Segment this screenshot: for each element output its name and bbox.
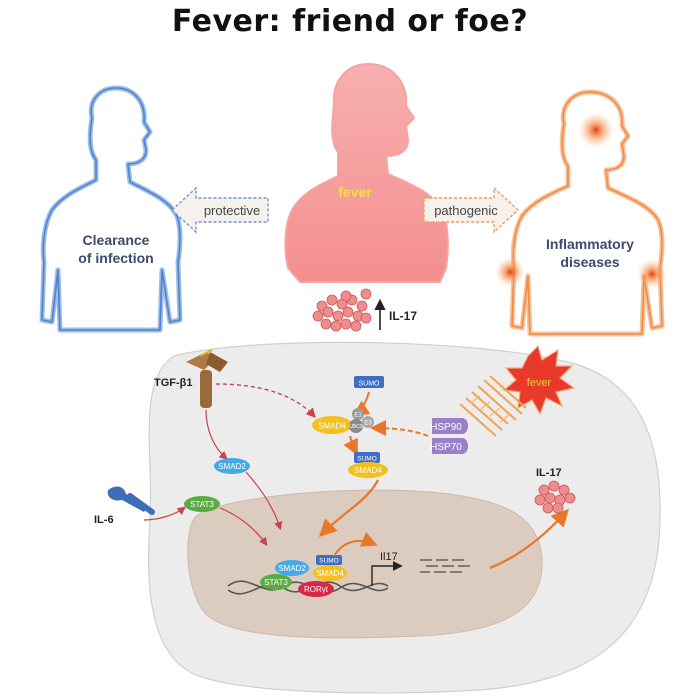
smad2-nucleus-badge xyxy=(275,560,309,576)
transcription-start-arrow xyxy=(371,561,403,586)
complex-to-gene-arrow xyxy=(333,531,378,557)
tgf-receptor-icon xyxy=(186,349,228,408)
sumoylation-arrow xyxy=(343,435,358,456)
ubc9-label: UBC9 xyxy=(349,424,363,430)
tgf-label: TGF-β1 xyxy=(154,377,193,389)
e1-label: E1 xyxy=(354,413,362,419)
pathogenic-arrow xyxy=(423,186,520,234)
hsp70-badge xyxy=(432,438,468,454)
smad4-nuclear-import-arrow xyxy=(318,479,379,538)
inflammation-spot-left-icon xyxy=(495,257,525,287)
il6-to-stat3-arrow xyxy=(143,506,186,521)
sumo-top-label: SUMO xyxy=(359,381,381,388)
protective-label: protective xyxy=(204,203,260,218)
mrna-transcripts-icon xyxy=(420,559,470,573)
protective-arrow xyxy=(170,186,269,234)
il17-gene-label: Il17 xyxy=(380,551,398,563)
il17-cluster-right-icon xyxy=(534,480,576,514)
hsp90-badge xyxy=(432,418,468,434)
stat3-cytoplasm-label: STAT3 xyxy=(190,500,214,509)
il17-right-label: IL-17 xyxy=(536,467,562,479)
left-figure-label-line2: of infection xyxy=(78,250,153,266)
protective-person-figure xyxy=(39,85,183,333)
fever-burst-icon xyxy=(502,344,576,416)
smad2-cytoplasm-badge xyxy=(214,458,250,474)
rorgt-label: RORγt xyxy=(304,585,329,594)
il17-secretion-arrow xyxy=(489,508,569,570)
sumo-nucleus-label: SUMO xyxy=(319,558,339,565)
smad4-nucleus-badge xyxy=(313,565,347,581)
tgf-to-smad2-arrow xyxy=(205,409,228,460)
smad4-nucleus-label: SMAD4 xyxy=(316,569,344,578)
e3-enzyme-icon xyxy=(362,416,374,428)
center-fever-label: fever xyxy=(338,184,372,200)
il6-receptor-icon xyxy=(107,486,155,515)
stat3-nucleus-badge xyxy=(260,574,292,590)
stat3-to-nucleus-arrow xyxy=(219,507,268,546)
smad2-to-nucleus-arrow xyxy=(245,471,283,531)
right-figure-label-line1: Inflammatory xyxy=(546,236,634,252)
hsp70-label: HSP70 xyxy=(430,442,462,453)
sumo-top-badge xyxy=(354,376,384,388)
smad2-nucleus-label: SMAD2 xyxy=(278,564,306,573)
il17-cluster-top-icon xyxy=(312,288,372,332)
heat-waves-icon xyxy=(459,375,527,437)
right-figure-label-line2: diseases xyxy=(560,254,619,270)
pathogenic-label: pathogenic xyxy=(434,203,498,218)
hsp90-label: HSP90 xyxy=(430,422,462,433)
smad4-top-label: SMAD4 xyxy=(318,422,346,431)
il6-label: IL-6 xyxy=(94,514,114,526)
sumo-nucleus-badge xyxy=(316,555,342,565)
inflammation-spot-right-icon xyxy=(637,259,667,289)
ubc9-enzyme-icon xyxy=(349,419,363,433)
e1-enzyme-icon xyxy=(352,408,364,420)
smad4-mid-label: SMAD4 xyxy=(354,466,382,475)
smad4-top-badge xyxy=(312,416,352,434)
fever-burst-label: fever xyxy=(527,377,552,389)
tgf-to-smad4-arrow xyxy=(215,383,316,419)
nucleus xyxy=(187,489,543,639)
fever-person-figure xyxy=(284,63,449,283)
stat3-nucleus-label: STAT3 xyxy=(264,578,288,587)
inflammatory-person-figure xyxy=(495,89,667,337)
sumo-mid-badge xyxy=(354,452,380,463)
stat3-cytoplasm-badge xyxy=(184,496,220,512)
smad2-cytoplasm-label: SMAD2 xyxy=(218,462,246,471)
inflammation-spot-head-icon xyxy=(578,112,614,148)
il17-top-label: IL-17 xyxy=(389,309,417,323)
e3-label: E3 xyxy=(364,421,372,427)
sumo-mid-label: SUMO xyxy=(357,456,377,463)
rorgt-badge xyxy=(298,581,334,597)
left-figure-label-line1: Clearance xyxy=(83,232,150,248)
smad4-mid-badge xyxy=(348,462,388,478)
figure-title: Fever: friend or foe? xyxy=(171,4,529,39)
hsp-to-sumo-arrow xyxy=(370,420,429,437)
